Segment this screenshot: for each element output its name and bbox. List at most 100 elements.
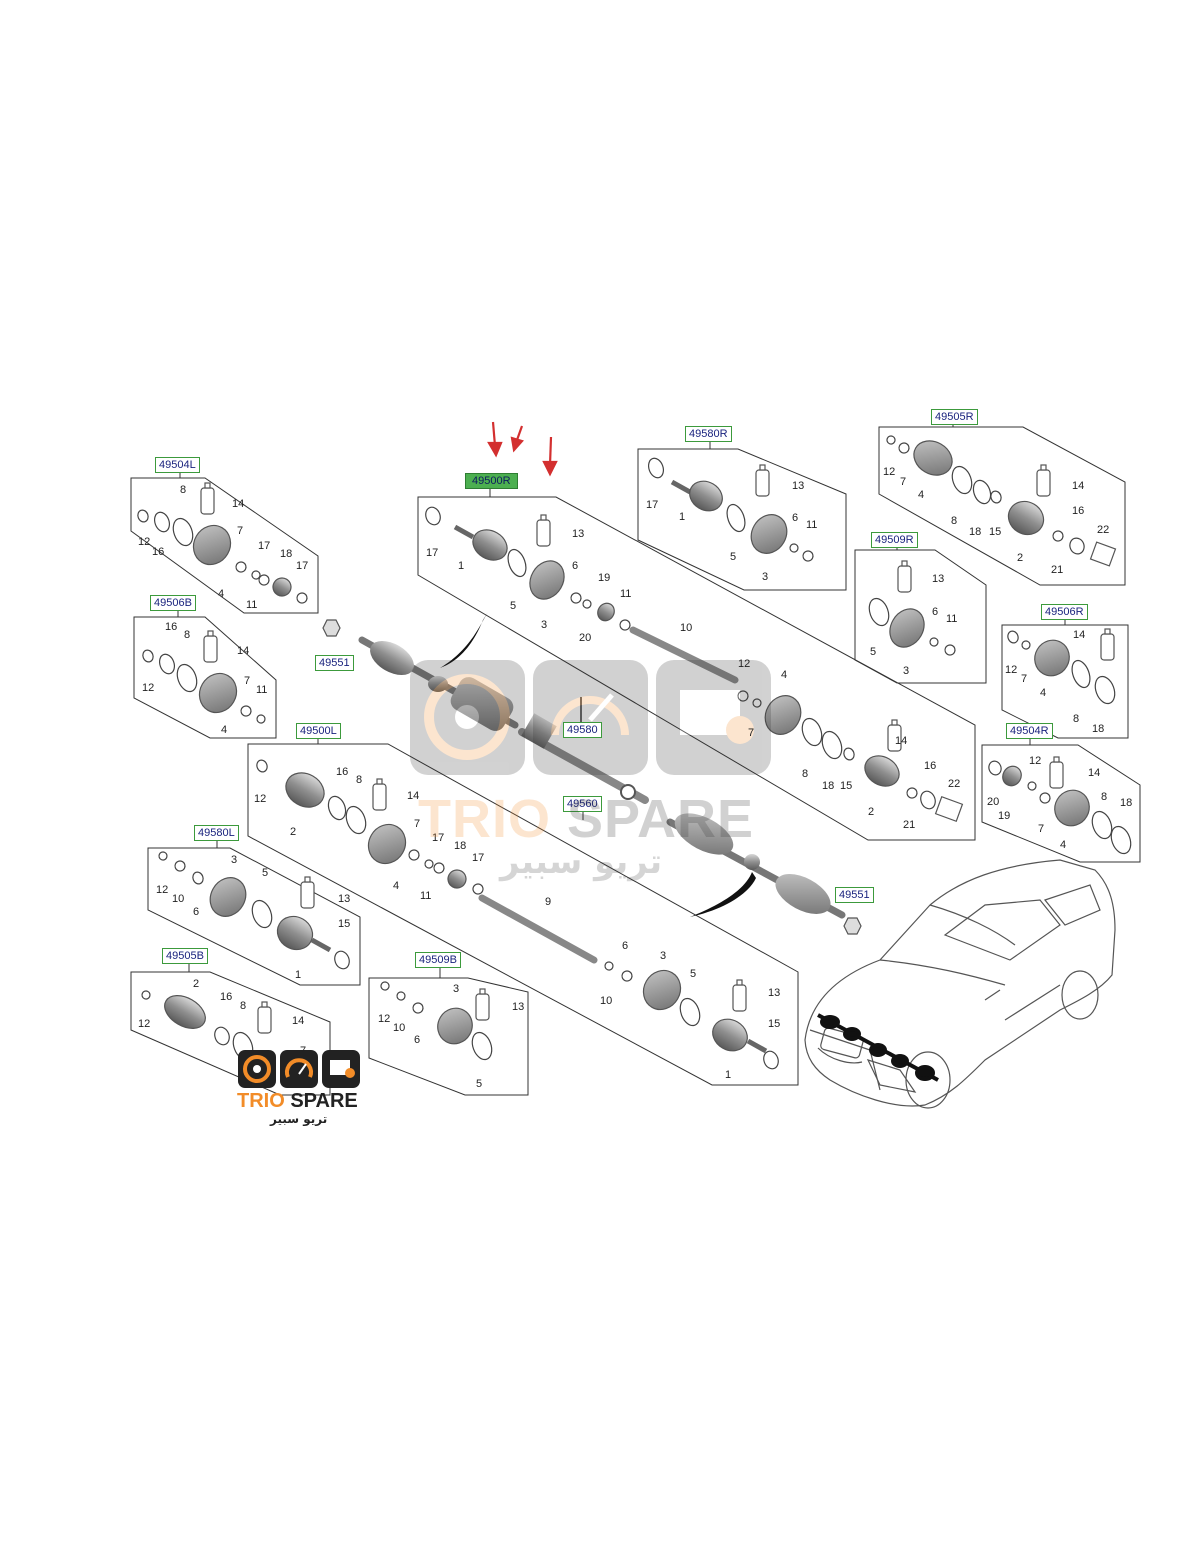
callout-number-l_main: 2 — [290, 826, 297, 838]
ring-part — [1052, 530, 1064, 542]
grease-cap-part — [261, 1001, 268, 1008]
group-box-49505R — [878, 426, 1126, 586]
callout-number-r_505: 16 — [1072, 505, 1085, 517]
grease-tube-part — [732, 984, 747, 1012]
ring-part — [886, 435, 896, 445]
ring-part — [929, 637, 939, 647]
ring-part — [251, 899, 273, 929]
ring-part — [944, 644, 956, 656]
callout-number-b_506: 11 — [256, 684, 268, 696]
ring-part — [158, 851, 168, 861]
callout-number-r_505: 22 — [1097, 524, 1110, 536]
cv-boot-part — [1034, 639, 1070, 677]
ring-part — [1039, 792, 1051, 804]
ring-part — [988, 760, 1002, 776]
callout-number-r_505: 12 — [883, 466, 896, 478]
callout-number-l_580: 10 — [172, 893, 185, 905]
callout-number-r_580: 1 — [679, 511, 686, 523]
cv-joint-part — [1007, 500, 1045, 536]
shaft-stub-part — [670, 479, 692, 495]
grease-tube-part — [897, 565, 912, 593]
callout-number-r_main: 19 — [598, 572, 611, 584]
callout-number-l_580: 15 — [338, 918, 351, 930]
part-code-49504R[interactable]: 49504R — [1006, 723, 1053, 739]
ring-part — [789, 543, 799, 553]
cv-joint-part — [472, 529, 508, 561]
callout-number-b_506: 8 — [184, 629, 191, 641]
callout-number-l_580: 3 — [231, 854, 238, 866]
callout-number-l_main: 4 — [393, 880, 400, 892]
watermark-brand-text: TRIO SPARE — [418, 789, 755, 849]
callout-number-r_506: 14 — [1073, 629, 1086, 641]
callout-number-b_506: 16 — [165, 621, 178, 633]
callout-number-l_504: 8 — [180, 484, 187, 496]
callout-number-r_505: 2 — [1017, 552, 1024, 564]
callout-number-l_main: 13 — [768, 987, 781, 999]
ring-part — [425, 506, 441, 526]
group-box-49500R — [417, 496, 976, 841]
ring-part — [158, 653, 176, 675]
part-code-49580R[interactable]: 49580R — [685, 426, 732, 442]
part-code-49500L[interactable]: 49500L — [296, 723, 341, 739]
ring-part — [920, 790, 936, 810]
ring-part — [972, 479, 992, 505]
part-code-49580L[interactable]: 49580L — [194, 825, 239, 841]
callout-number-r_505: 21 — [1051, 564, 1064, 576]
grease-cap-part — [376, 778, 383, 785]
ring-part — [951, 465, 973, 495]
callout-number-l_580: 1 — [295, 969, 302, 981]
callout-number-r_509: 3 — [903, 665, 910, 677]
callout-number-b_505: 14 — [292, 1015, 305, 1027]
callout-number-l_main: 18 — [454, 840, 467, 852]
part-code-49505B[interactable]: 49505B — [162, 948, 208, 964]
callout-number-r_504: 19 — [998, 810, 1011, 822]
part-code-49551a[interactable]: 49551 — [315, 655, 354, 671]
ring-part — [679, 997, 701, 1027]
callout-number-r_main: 4 — [781, 669, 788, 681]
ring-part — [192, 871, 204, 885]
callout-number-r_580: 11 — [806, 519, 818, 531]
ring-part — [1027, 781, 1037, 791]
speedometer-icon — [533, 660, 648, 775]
ring-part — [256, 714, 266, 724]
brake-disc-icon — [410, 660, 525, 775]
callout-number-r_506: 7 — [1021, 673, 1028, 685]
callout-number-r_main: 10 — [680, 622, 693, 634]
ring-part — [1110, 825, 1132, 855]
callout-number-r_main: 3 — [541, 619, 548, 631]
callout-number-b_505: 12 — [138, 1018, 151, 1030]
part-code-49506B[interactable]: 49506B — [150, 595, 196, 611]
callout-number-l_580: 6 — [193, 906, 200, 918]
ring-part — [1094, 675, 1116, 705]
grease-tube-part — [755, 469, 770, 497]
ring-part — [327, 795, 347, 821]
callout-number-l_504: 11 — [246, 599, 258, 611]
callout-number-b_506: 4 — [221, 724, 228, 736]
ring-part — [408, 849, 420, 861]
part-code-49560[interactable]: 49560 — [563, 796, 602, 812]
callout-number-l_504: 12 — [138, 536, 151, 548]
callout-number-r_505: 15 — [989, 526, 1002, 538]
callout-number-b_509: 10 — [393, 1022, 406, 1034]
callout-number-r_504: 12 — [1029, 755, 1042, 767]
part-code-49509B[interactable]: 49509B — [415, 952, 461, 968]
part-code-49505R[interactable]: 49505R — [931, 409, 978, 425]
cv-boot-part — [198, 672, 238, 714]
part-code-49506R[interactable]: 49506R — [1041, 604, 1088, 620]
ring-part — [141, 990, 151, 1000]
callout-number-l_580: 13 — [338, 893, 351, 905]
part-code-49580[interactable]: 49580 — [563, 722, 602, 738]
cv-joint-part — [276, 915, 314, 951]
vehicle-drive-shaft — [817, 1013, 939, 1082]
grease-tube-part — [1036, 469, 1051, 497]
callout-number-r_506: 4 — [1040, 687, 1047, 699]
ring-part — [471, 1031, 493, 1061]
part-code-49509R[interactable]: 49509R — [871, 532, 918, 548]
part-code-49551b[interactable]: 49551 — [835, 887, 874, 903]
part-code-49504L[interactable]: 49504L — [155, 457, 200, 473]
part-code-49500R[interactable]: 49500R — [465, 473, 518, 489]
grease-cap-part — [1053, 756, 1060, 763]
callout-number-l_main: 6 — [622, 940, 629, 952]
ring-part — [619, 619, 631, 631]
callout-number-r_506: 12 — [1005, 664, 1018, 676]
